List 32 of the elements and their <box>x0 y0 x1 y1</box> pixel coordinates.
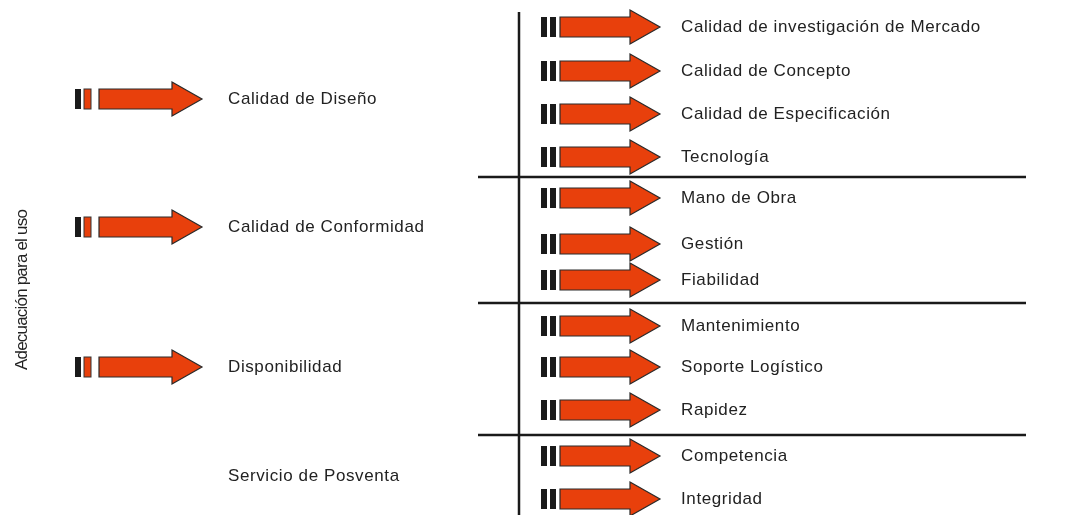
category-label: Mantenimiento <box>660 316 801 336</box>
block-arrow <box>75 80 204 118</box>
block-arrow <box>541 138 662 176</box>
block-arrow <box>541 391 662 429</box>
category-label: Rapidez <box>660 400 748 420</box>
category-label: Integridad <box>660 489 763 509</box>
block-arrow <box>541 225 662 263</box>
category-label: Soporte Logístico <box>660 357 824 377</box>
category-label: Gestión <box>660 234 744 254</box>
category-label: Mano de Obra <box>660 188 797 208</box>
block-arrow <box>541 179 662 217</box>
category-label: Calidad de Especificación <box>660 104 891 124</box>
category-label: Disponibilidad <box>202 357 343 377</box>
block-arrow <box>541 52 662 90</box>
axis-label: Adecuación para el uso <box>12 209 32 371</box>
block-arrow <box>541 437 662 475</box>
category-label: Calidad de investigación de Mercado <box>660 17 981 37</box>
block-arrow <box>75 208 204 246</box>
block-arrow <box>541 480 662 515</box>
block-arrow <box>541 307 662 345</box>
block-arrow <box>75 348 204 386</box>
category-label: Competencia <box>660 446 788 466</box>
category-label: Fiabilidad <box>660 270 760 290</box>
category-label: Tecnología <box>660 147 770 167</box>
block-arrow <box>541 8 662 46</box>
block-arrow <box>541 261 662 299</box>
block-arrow <box>541 95 662 133</box>
category-label: Calidad de Diseño <box>202 89 378 109</box>
category-label: Calidad de Conformidad <box>202 217 425 237</box>
category-label: Servicio de Posventa <box>202 466 400 486</box>
block-arrow <box>541 348 662 386</box>
category-label: Calidad de Concepto <box>660 61 852 81</box>
